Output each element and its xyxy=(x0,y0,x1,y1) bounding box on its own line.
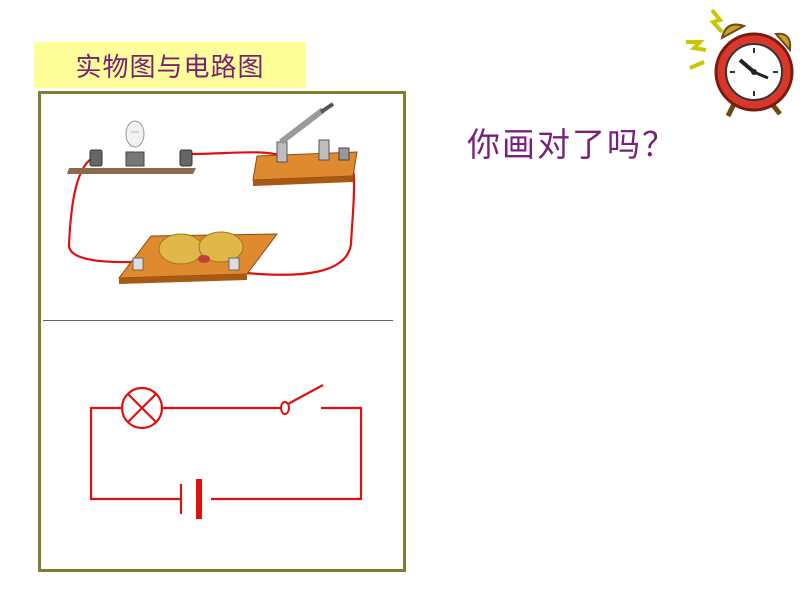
lamp-symbol xyxy=(120,386,164,430)
slide-title-box: 实物图与电路图 xyxy=(34,42,306,88)
diagram-frame xyxy=(38,91,406,572)
battery-holder-icon xyxy=(117,231,279,284)
knife-switch-icon xyxy=(252,102,358,186)
switch-symbol xyxy=(280,384,324,415)
circuit-schematic xyxy=(89,384,363,519)
diagram-divider xyxy=(43,320,393,321)
battery-symbol xyxy=(179,479,202,519)
wire-top xyxy=(188,151,284,158)
lightbulb-icon xyxy=(67,120,196,174)
question-text: 你画对了吗？ xyxy=(467,125,677,164)
slide-title: 实物图与电路图 xyxy=(75,52,265,83)
physical-diagram xyxy=(67,102,358,284)
alarm-clock-icon xyxy=(686,8,794,118)
